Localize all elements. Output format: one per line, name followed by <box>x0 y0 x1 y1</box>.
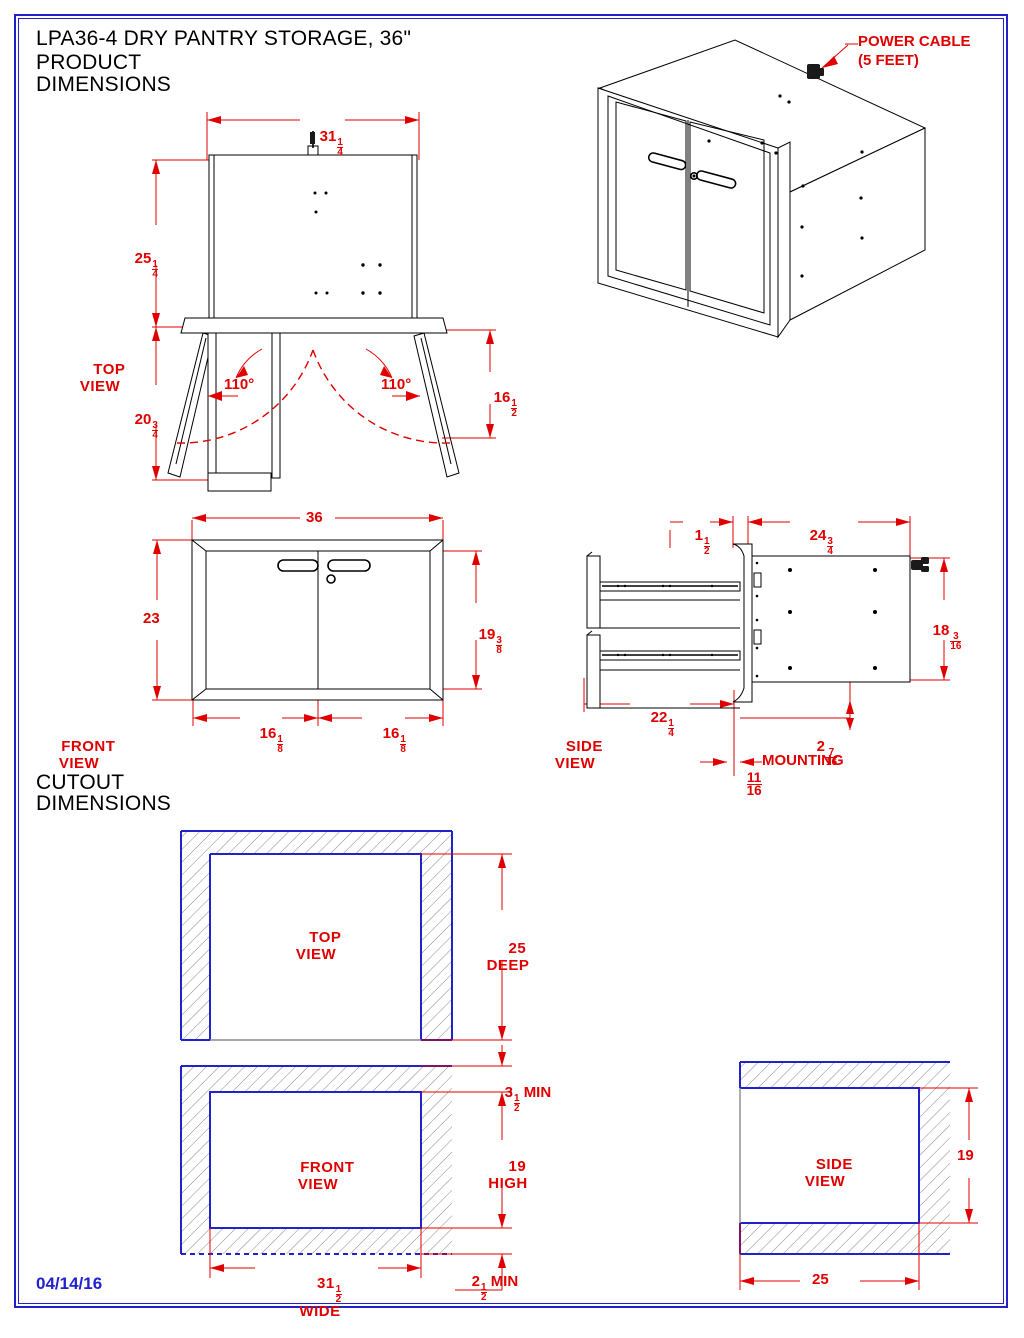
product-heading-line1: PRODUCT <box>36 51 142 74</box>
top-view-angle-left: 110° <box>224 376 255 393</box>
sheet-border-outer <box>14 14 1008 1308</box>
cutout-side-height-dim: 19 <box>957 1147 974 1164</box>
cutout-side-depth-dim: 25 <box>812 1271 829 1288</box>
date-stamp: 04/14/16 <box>36 1274 103 1293</box>
cutout-heading-line2: DIMENSIONS <box>36 792 172 815</box>
top-view-angle-right: 110° <box>381 376 412 393</box>
front-view-height-dim: 23 <box>143 610 160 627</box>
cutout-heading-line1: CUTOUT <box>36 771 125 794</box>
side-view-mounting-label: MOUNTING <box>762 752 844 769</box>
page-title: LPA36-4 DRY PANTRY STORAGE, 36" <box>36 27 412 50</box>
front-view-width-dim: 36 <box>306 509 323 526</box>
power-cable-callout-line1: POWER CABLE <box>858 33 971 50</box>
power-cable-callout-line2: (5 FEET) <box>858 52 919 69</box>
product-heading-line2: DIMENSIONS <box>36 73 172 96</box>
sheet-border-inner <box>18 18 1004 1304</box>
